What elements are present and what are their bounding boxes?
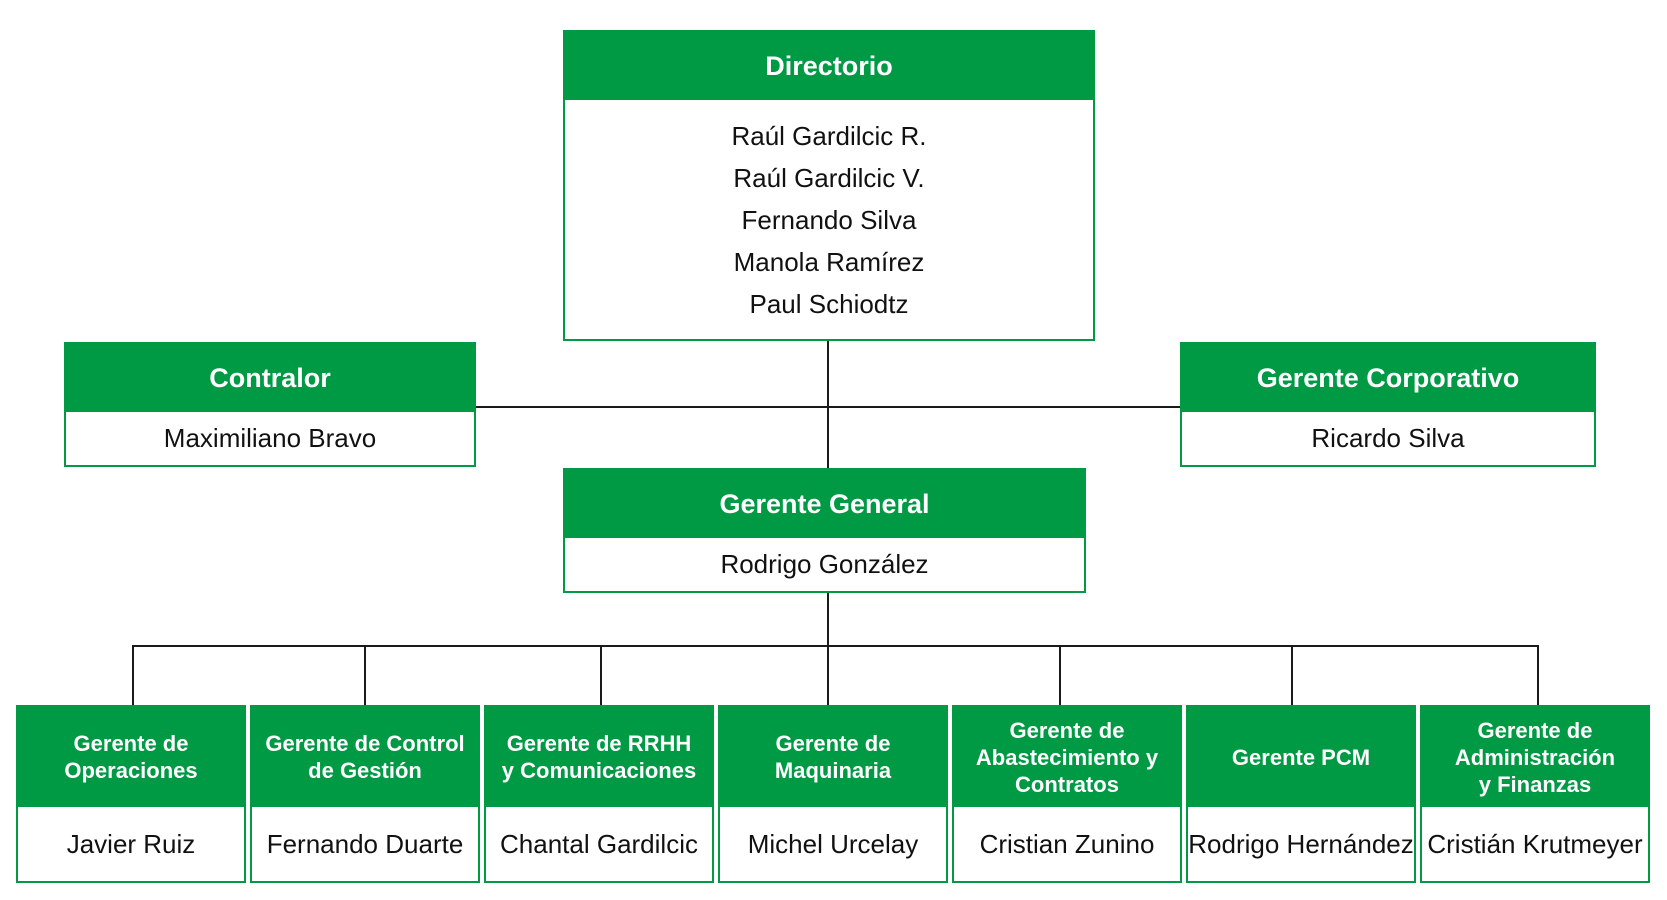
gerente-corporativo-box: Gerente Corporativo Ricardo Silva [1180,342,1596,467]
directorio-member: Raúl Gardilcic V. [733,162,925,193]
directorio-member: Fernando Silva [741,204,917,235]
gerente-general-title: Gerente General [565,470,1084,538]
directorio-box: Directorio Raúl Gardilcic R. Raúl Gardil… [563,30,1095,341]
manager-title: Gerente PCM [1188,707,1414,807]
manager-box-control-gestion: Gerente de Control de Gestión Fernando D… [250,705,480,883]
manager-name: Javier Ruiz [66,828,196,859]
directorio-title: Directorio [565,32,1093,100]
manager-title: Gerente de RRHH y Comunicaciones [486,707,712,807]
manager-name: Cristián Krutmeyer [1427,828,1643,859]
manager-box-pcm: Gerente PCM Rodrigo Hernández [1186,705,1416,883]
connector-directorio-to-general [827,341,829,469]
manager-title: Gerente de Maquinaria [720,707,946,807]
connector-manager-5 [1059,645,1061,705]
connector-manager-1 [132,645,134,705]
manager-box-rrhh: Gerente de RRHH y Comunicaciones Chantal… [484,705,714,883]
connector-managers-horizontal [132,645,1539,647]
directorio-member: Manola Ramírez [733,246,925,277]
gerente-general-name: Rodrigo González [720,549,929,579]
manager-box-maquinaria: Gerente de Maquinaria Michel Urcelay [718,705,948,883]
connector-manager-2 [364,645,366,705]
manager-box-abastecimiento: Gerente de Abastecimiento y Contratos Cr… [952,705,1182,883]
manager-name: Michel Urcelay [747,828,919,859]
contralor-name: Maximiliano Bravo [163,423,377,453]
gerente-corporativo-name: Ricardo Silva [1311,423,1465,453]
manager-name: Rodrigo Hernández [1188,828,1414,859]
connector-general-down [827,592,829,647]
connector-manager-6 [1291,645,1293,705]
connector-staff-horizontal [476,406,1180,408]
manager-box-operaciones: Gerente de Operaciones Javier Ruiz [16,705,246,883]
manager-name: Cristian Zunino [979,828,1155,859]
manager-title: Gerente de Administración y Finanzas [1422,707,1648,807]
connector-manager-7 [1537,645,1539,705]
connector-manager-3 [600,645,602,705]
manager-title: Gerente de Operaciones [18,707,244,807]
directorio-member: Paul Schiodtz [749,288,909,319]
connector-manager-4 [827,645,829,705]
manager-name: Chantal Gardilcic [500,828,698,859]
gerente-corporativo-title: Gerente Corporativo [1182,344,1594,412]
manager-name: Fernando Duarte [266,828,464,859]
gerente-general-box: Gerente General Rodrigo González [563,468,1086,593]
manager-title: Gerente de Control de Gestión [252,707,478,807]
contralor-box: Contralor Maximiliano Bravo [64,342,476,467]
manager-box-administracion: Gerente de Administración y Finanzas Cri… [1420,705,1650,883]
contralor-title: Contralor [66,344,474,412]
manager-title: Gerente de Abastecimiento y Contratos [954,707,1180,807]
directorio-member: Raúl Gardilcic R. [731,120,927,151]
directorio-members: Raúl Gardilcic R. Raúl Gardilcic V. Fern… [565,100,1093,339]
